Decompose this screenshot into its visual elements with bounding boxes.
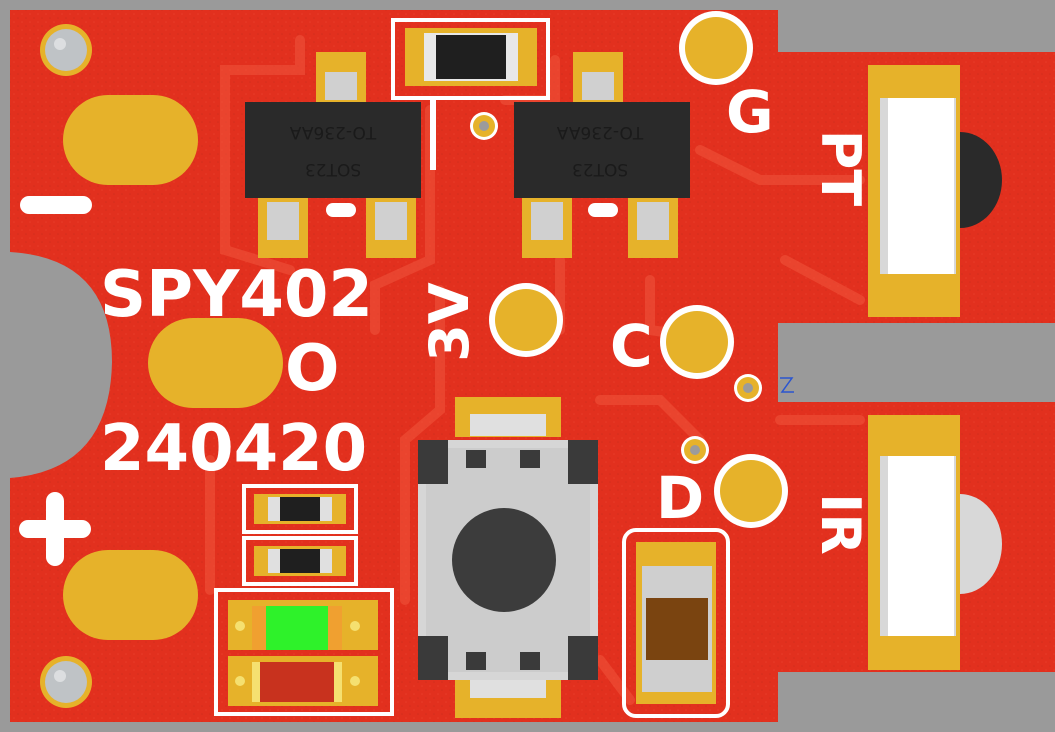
led-pair: [214, 588, 394, 716]
edge-mark: [780, 377, 794, 393]
plus-mark: [19, 492, 91, 566]
q2-footprint-text: TO-236AA: [556, 122, 644, 142]
d-label: D: [656, 464, 704, 532]
c-label: C: [610, 312, 653, 380]
g-label: G: [726, 78, 774, 146]
via-c: [734, 374, 762, 402]
battery-pad-center: [148, 318, 283, 408]
v3-label: 3V: [418, 282, 481, 362]
pt-label: PT: [809, 130, 872, 207]
pad-c: [660, 305, 734, 379]
transistor-q1: [245, 52, 436, 258]
battery-pad-minus: [63, 95, 198, 185]
mounting-hole-bottom: [40, 656, 92, 708]
mounting-hole-top: [40, 24, 92, 76]
q2-package-text: SOT23: [572, 159, 628, 179]
q1-footprint-text: TO-236AA: [289, 122, 377, 142]
board-name-label: SPY402: [100, 258, 373, 332]
board-date-label: 240420: [100, 412, 367, 486]
via-top: [470, 112, 498, 140]
transistor-q2: [514, 52, 690, 258]
phototransistor: [868, 65, 1002, 317]
resistor-r1: [242, 484, 358, 534]
q1-package-text: SOT23: [305, 159, 361, 179]
tactile-switch[interactable]: [418, 397, 598, 718]
capacitor: [622, 528, 730, 718]
resistor-r2: [242, 536, 358, 586]
zero-label: O: [285, 332, 339, 406]
minus-mark: [20, 196, 92, 214]
pad-3v: [489, 283, 563, 357]
resistor-top: [391, 18, 550, 100]
ir-label: IR: [809, 493, 872, 555]
pad-g: [679, 11, 753, 85]
battery-pad-plus: [63, 550, 198, 640]
ir-led: [868, 415, 1002, 670]
pad-d: [714, 454, 788, 528]
via-d: [681, 436, 709, 464]
